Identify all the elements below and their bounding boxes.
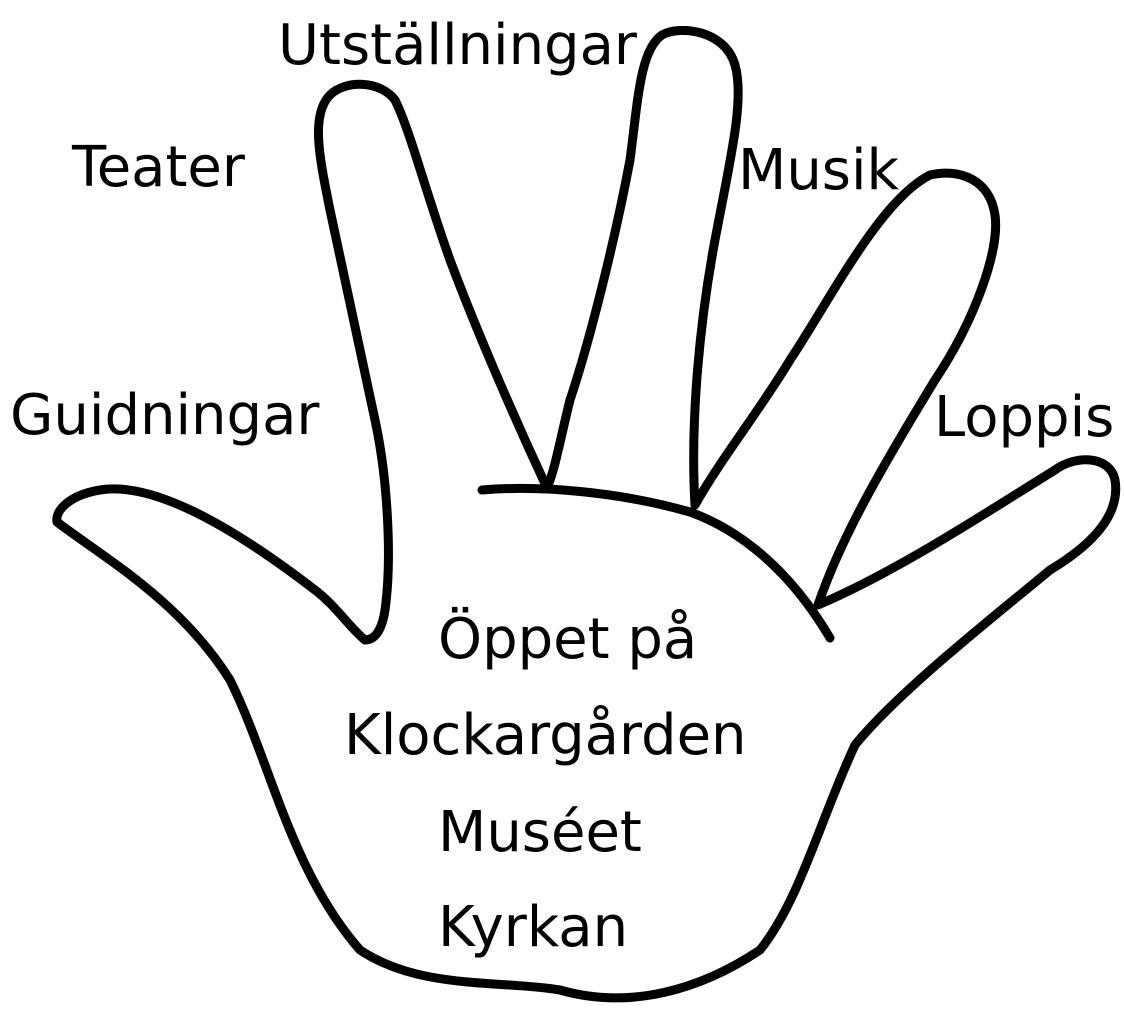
palm-text-line-1: Öppet på [438, 612, 697, 668]
label-utstallningar: Utställningar [278, 18, 637, 74]
palm-text-line-4: Kyrkan [438, 900, 628, 956]
label-guidningar: Guidningar [10, 388, 319, 444]
label-loppis: Loppis [934, 390, 1114, 446]
palm-text-line-3: Muséet [438, 805, 642, 861]
label-musik: Musik [738, 143, 899, 199]
palm-text-line-2: Klockargården [344, 708, 747, 764]
label-teater: Teater [72, 140, 245, 196]
